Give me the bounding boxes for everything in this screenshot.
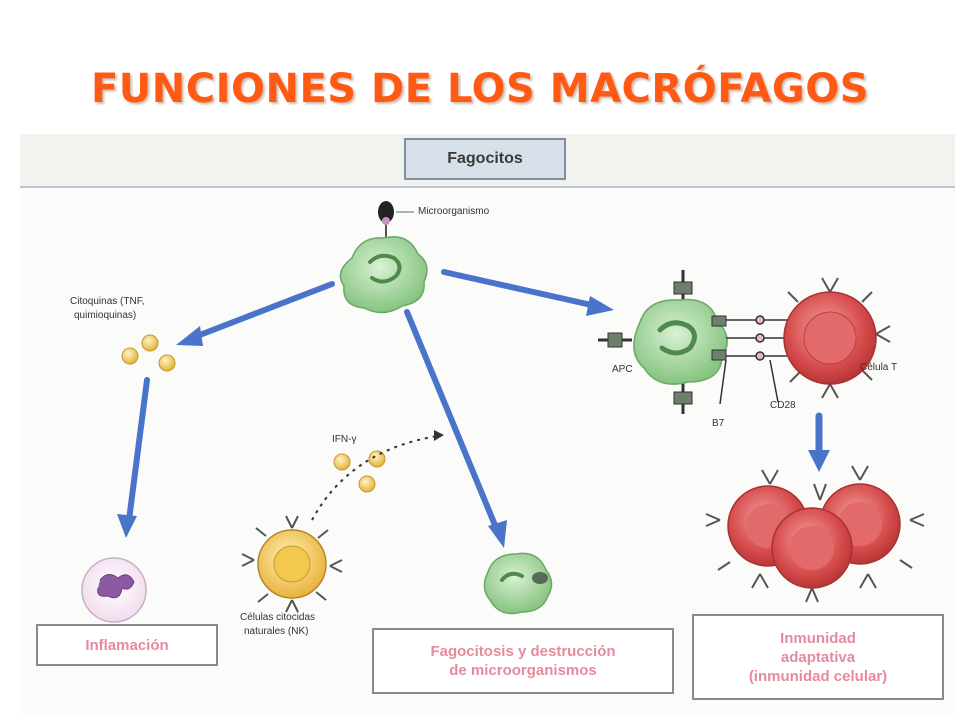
arrow-to-phagocytosis <box>404 309 507 548</box>
t-cell-icon <box>783 277 891 399</box>
phagocytosis-line1: Fagocitosis y destrucción <box>430 643 616 660</box>
nk-label-line2: naturales (NK) <box>244 626 309 637</box>
immunity-line2: adaptativa <box>780 648 856 666</box>
apc-cell-icon <box>598 270 728 414</box>
phagocyte-icon <box>339 236 428 314</box>
neutrophil-icon <box>81 557 147 623</box>
microorganism-icon <box>378 201 414 240</box>
arrow-to-apc <box>441 269 614 316</box>
arrow-to-immunity <box>808 412 830 472</box>
nk-label-line1: Células citocidas <box>240 612 316 623</box>
arrow-to-cytokines <box>176 281 335 346</box>
slide-title: FUNCIONES DE LOS MACRÓFAGOS <box>90 66 870 112</box>
b7-label: B7 <box>712 418 725 429</box>
apc-t-cell-bonds <box>719 315 788 405</box>
immunity-line3: (inmunidad celular) <box>748 667 888 685</box>
inflammation-box: Inflamación <box>36 624 218 666</box>
nk-cell-icon <box>241 515 343 613</box>
t-cell-cluster-icon <box>705 465 925 603</box>
phagocytosis-line2: de microorganismos <box>449 662 597 679</box>
ifn-gamma-label: IFN-γ <box>332 434 357 445</box>
cd28-label: CD28 <box>770 400 796 411</box>
phagocytes-header-box: Fagocitos <box>404 138 566 180</box>
cytokines-label-line1: Citoquinas (TNF, <box>70 296 145 307</box>
adaptive-immunity-box: Inmunidad adaptativa (inmunidad celular) <box>692 614 944 700</box>
cytokines-label-line2: quimioquinas) <box>74 310 137 321</box>
phagocytosis-cell-icon <box>483 552 553 615</box>
microorganism-label: Microorganismo <box>418 206 490 217</box>
t-cell-label: Célula T <box>860 362 898 373</box>
ifn-gamma-icon <box>311 430 444 521</box>
apc-label: APC <box>612 364 633 375</box>
cytokines-icon <box>121 334 176 372</box>
arrow-to-inflammation <box>117 377 150 538</box>
immunity-line1: Inmunidad <box>780 629 856 647</box>
phagocytosis-box: Fagocitosis y destrucción de microorgani… <box>372 628 674 694</box>
